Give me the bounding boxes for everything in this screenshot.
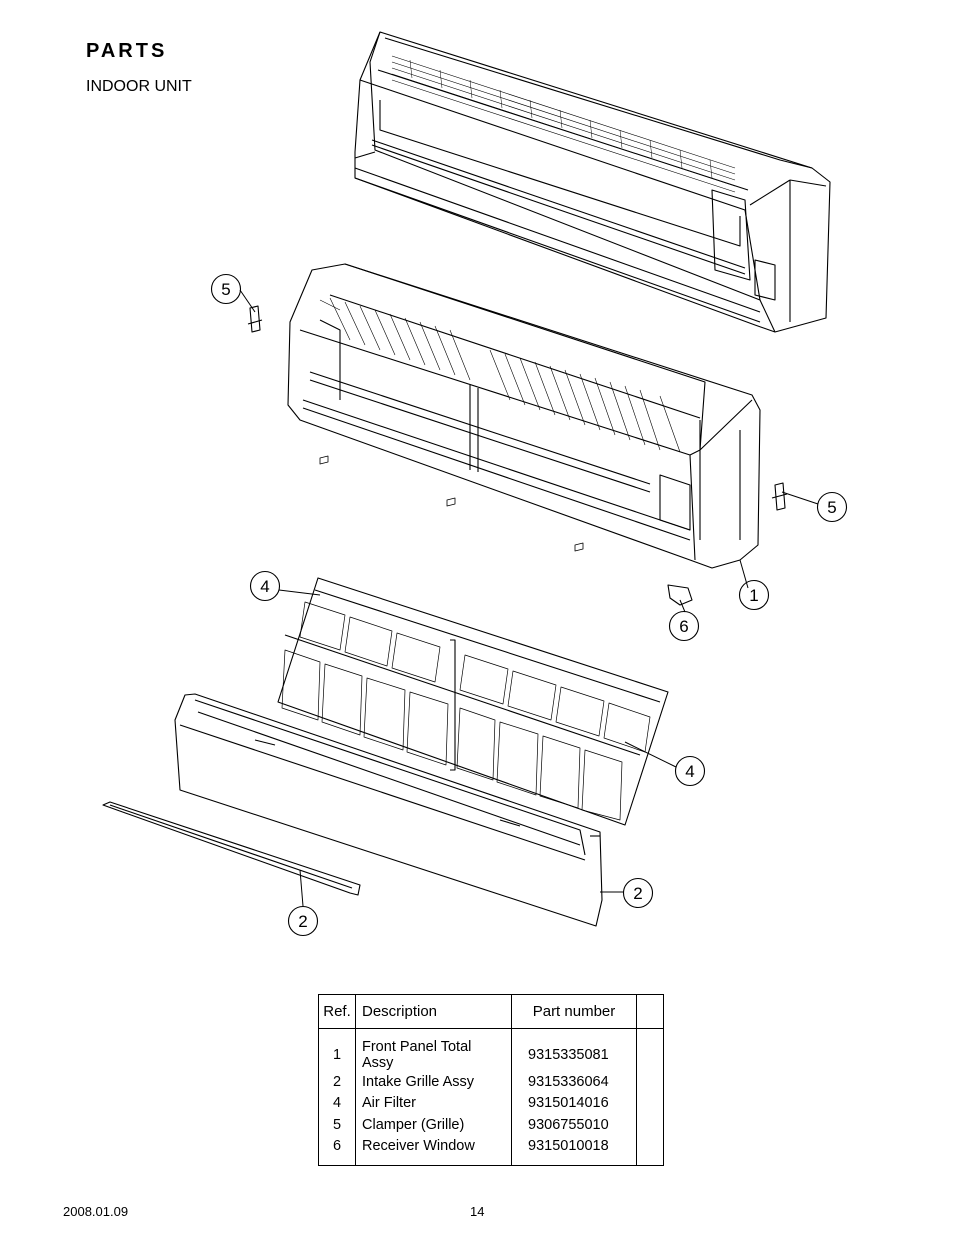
cell-description: Front Panel Total Assy [355, 1028, 512, 1071]
intake-grille-drawing [174, 693, 603, 927]
page-subtitle: INDOOR UNIT [86, 78, 192, 95]
callout-2-bottom [287, 905, 319, 937]
table-row: 6 Receiver Window 9315010018 [318, 1135, 664, 1166]
page-number: 14 [470, 1204, 485, 1219]
cell-part-number: 9315014016 [511, 1092, 637, 1114]
cell-description: Air Filter [355, 1092, 512, 1114]
cell-ref: 5 [318, 1114, 356, 1136]
callout-2-right [622, 877, 654, 909]
callout-4-top [249, 570, 281, 602]
cell-description: Intake Grille Assy [355, 1071, 512, 1093]
footer-date: 2008.01.09 [63, 1204, 129, 1219]
chassis-drawing [354, 31, 831, 333]
callout-label: 4 [260, 577, 269, 596]
trim-strip-drawing [102, 801, 361, 896]
table-row: 4 Air Filter 9315014016 [318, 1092, 664, 1114]
cell-extra [636, 1114, 664, 1136]
cell-ref: 1 [318, 1028, 356, 1071]
callout-6 [668, 610, 700, 642]
callout-label: 2 [633, 884, 642, 903]
table-header-row: Ref. Description Part number [318, 994, 664, 1029]
exploded-parts-diagram: 5 5 4 1 6 4 2 2 [102, 31, 848, 937]
cell-ref: 4 [318, 1092, 356, 1114]
col-header-ref: Ref. [318, 994, 356, 1029]
cell-ref: 6 [318, 1135, 356, 1166]
cell-part-number: 9315010018 [511, 1135, 637, 1166]
front-panel-drawing [287, 263, 761, 569]
cell-part-number: 9315335081 [511, 1028, 637, 1071]
clamper-right [771, 482, 788, 511]
clamper-left [247, 305, 263, 333]
cell-description: Clamper (Grille) [355, 1114, 512, 1136]
col-header-description: Description [355, 994, 512, 1029]
page-title: PARTS [86, 40, 168, 62]
table-row: 1 Front Panel Total Assy 9315335081 [318, 1028, 664, 1071]
cell-part-number: 9315336064 [511, 1071, 637, 1093]
table-row: 5 Clamper (Grille) 9306755010 [318, 1114, 664, 1136]
callout-label: 4 [685, 762, 694, 781]
callout-4-bottom [674, 755, 706, 787]
col-header-extra [636, 994, 664, 1029]
callout-label: 1 [749, 586, 758, 605]
air-filter-drawing [277, 577, 669, 826]
callout-label: 2 [298, 912, 307, 931]
receiver-window [667, 584, 693, 606]
cell-description: Receiver Window [355, 1135, 512, 1166]
callout-1 [738, 579, 770, 611]
col-header-part-number: Part number [511, 994, 637, 1029]
parts-table: Ref. Description Part number 1 Front Pan… [318, 994, 664, 1166]
callout-label: 5 [221, 280, 230, 299]
cell-ref: 2 [318, 1071, 356, 1093]
cell-extra [636, 1135, 664, 1166]
callout-label: 5 [827, 498, 836, 517]
callout-5-top [210, 273, 242, 305]
table-row: 2 Intake Grille Assy 9315336064 [318, 1071, 664, 1093]
cell-extra [636, 1092, 664, 1114]
callout-5-right [816, 491, 848, 523]
callout-label: 6 [679, 617, 688, 636]
cell-extra [636, 1071, 664, 1093]
cell-part-number: 9306755010 [511, 1114, 637, 1136]
cell-extra [636, 1028, 664, 1071]
